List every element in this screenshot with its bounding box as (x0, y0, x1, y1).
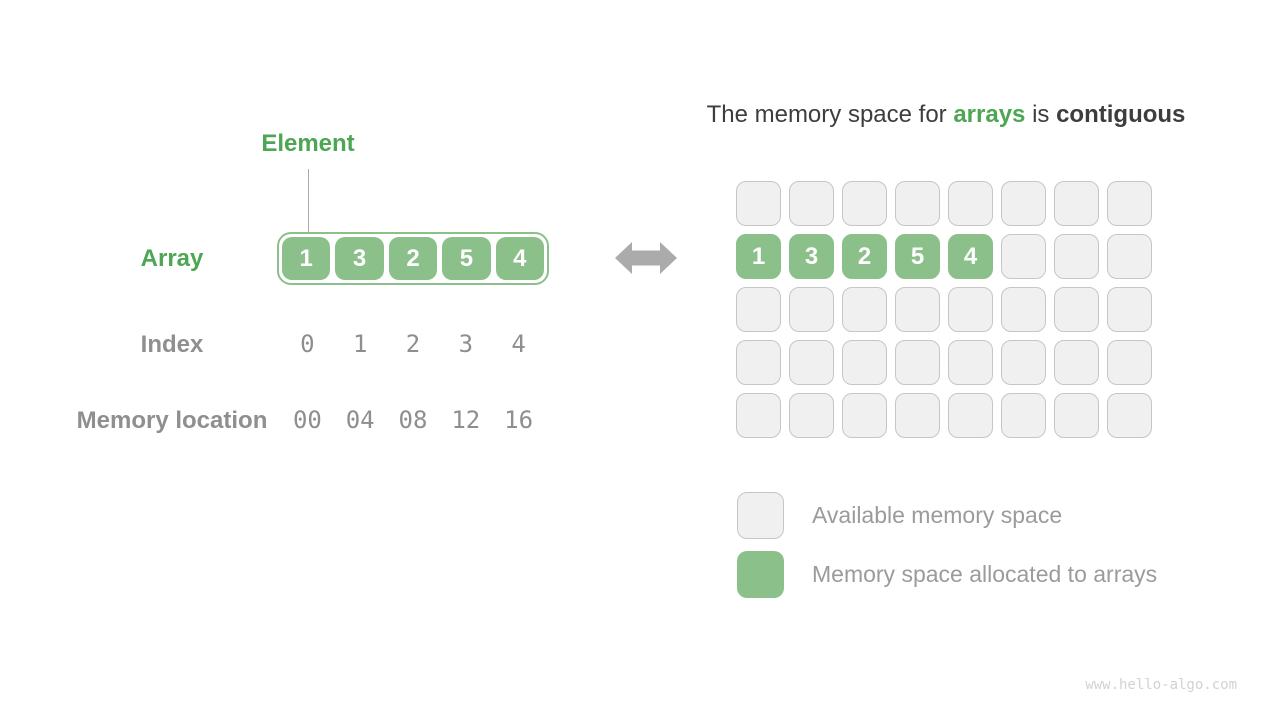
memory-location-value: 16 (504, 406, 534, 434)
memory-cell-available (842, 287, 887, 332)
legend-label-allocated: Memory space allocated to arrays (812, 561, 1158, 587)
memory-location-value: 04 (345, 406, 375, 434)
title-emphasis-contiguous: contiguous (1056, 101, 1186, 128)
memory-cell-allocated: 3 (789, 234, 834, 279)
legend-label-available: Available memory space (812, 502, 1063, 528)
memory-cell-allocated: 1 (736, 234, 781, 279)
memory-cell-available (895, 181, 940, 226)
memory-cell-available (895, 340, 940, 385)
watermark-url: www.hello-algo.com (1085, 677, 1237, 693)
memory-cell-available (1001, 340, 1046, 385)
memory-cell-available (1054, 393, 1099, 438)
memory-cell-available (948, 181, 993, 226)
index-value: 1 (352, 330, 368, 358)
title-highlight-arrays: arrays (953, 101, 1026, 128)
memory-cell-available (1107, 234, 1152, 279)
index-row-label: Index (140, 331, 204, 358)
memory-cell-available (895, 287, 940, 332)
index-values-row: 0 1 2 3 4 (281, 330, 545, 358)
left-right-arrow-icon (615, 242, 677, 274)
allocated-memory-swatch (737, 551, 784, 598)
memory-cell-available (736, 393, 781, 438)
diagram-title: The memory space for arrays is contiguou… (700, 101, 1192, 129)
memory-cell-allocated: 2 (842, 234, 887, 279)
memory-cell-available (1054, 234, 1099, 279)
array-row-label: Array (140, 245, 204, 272)
memory-cell-available (948, 287, 993, 332)
memory-cell-available (842, 181, 887, 226)
memory-cell-available (948, 393, 993, 438)
array-cell: 2 (388, 237, 438, 280)
memory-cell-available (1107, 340, 1152, 385)
memory-cell-available (1107, 393, 1152, 438)
array-container: 1 3 2 5 4 (277, 232, 549, 285)
memory-location-value: 08 (398, 406, 428, 434)
index-value: 4 (511, 330, 526, 358)
array-cell: 1 (282, 237, 331, 280)
memory-cell-available (948, 340, 993, 385)
available-memory-swatch (737, 492, 784, 539)
array-cell: 5 (442, 237, 491, 280)
memory-cell-available (842, 340, 887, 385)
memory-cell-available (789, 181, 834, 226)
memory-location-values-row: 00 04 08 12 16 (281, 406, 545, 434)
memory-location-value: 12 (451, 406, 481, 434)
title-middle: is (1025, 101, 1057, 128)
memory-cell-available (1001, 234, 1046, 279)
memory-cell-available (789, 287, 834, 332)
index-value: 3 (458, 330, 474, 358)
index-value: 0 (300, 330, 315, 358)
memory-cell-available (842, 393, 887, 438)
memory-cell-allocated: 5 (895, 234, 940, 279)
element-callout-label: Element (261, 130, 355, 157)
array-cell: 4 (495, 237, 545, 280)
array-cell: 3 (335, 237, 384, 280)
legend-item-allocated: Memory space allocated to arrays (737, 551, 1157, 598)
memory-cell-available (1001, 393, 1046, 438)
memory-location-value: 00 (292, 406, 322, 434)
legend-item-available: Available memory space (737, 492, 1062, 539)
memory-cell-available (736, 287, 781, 332)
memory-cell-allocated: 4 (948, 234, 993, 279)
memory-cell-available (1001, 287, 1046, 332)
memory-location-row-label: Memory location (76, 407, 268, 434)
memory-cell-available (736, 181, 781, 226)
element-pointer-line (308, 169, 309, 232)
memory-cell-available (1054, 340, 1099, 385)
memory-cell-available (789, 393, 834, 438)
memory-cell-available (1107, 287, 1152, 332)
memory-cell-available (1001, 181, 1046, 226)
memory-cell-available (1107, 181, 1152, 226)
title-prefix: The memory space for (706, 101, 954, 128)
memory-cell-available (789, 340, 834, 385)
memory-cell-available (1054, 181, 1099, 226)
index-value: 2 (405, 330, 421, 358)
memory-cell-available (736, 340, 781, 385)
memory-cell-available (1054, 287, 1099, 332)
memory-cell-available (895, 393, 940, 438)
